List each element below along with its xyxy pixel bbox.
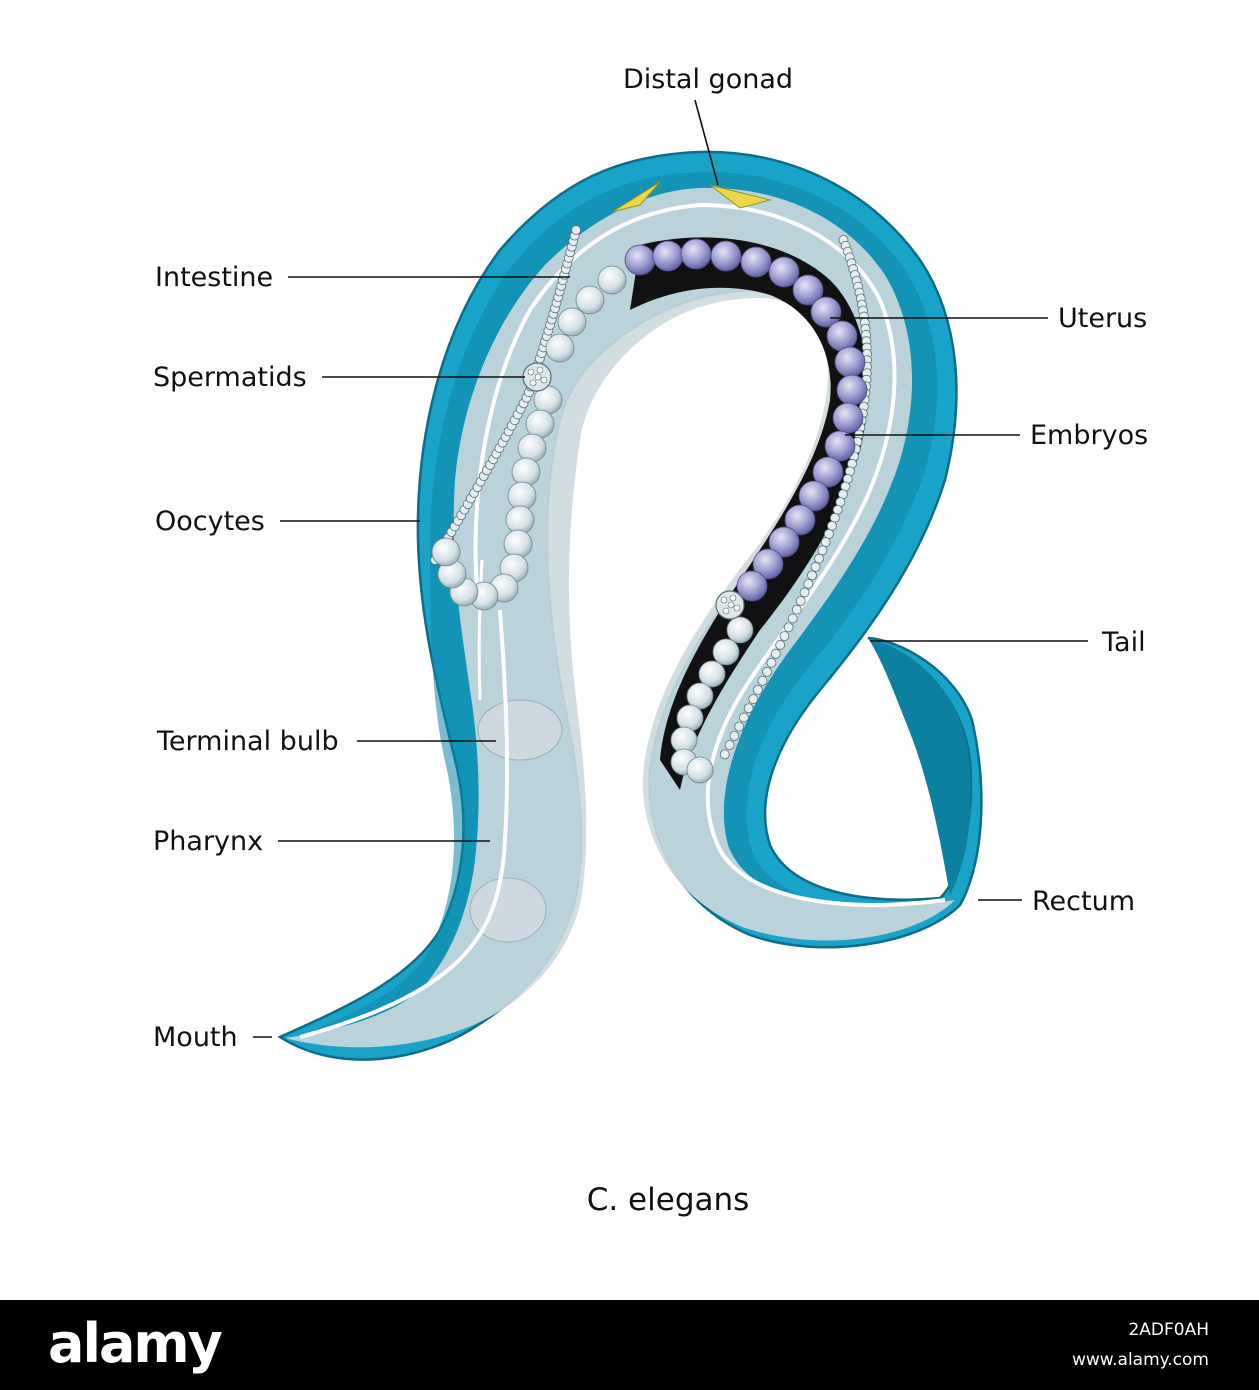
spermatid-cluster-2 xyxy=(715,590,745,620)
germline-dot xyxy=(766,657,777,668)
caption: C. elegans xyxy=(587,1182,750,1218)
embryo xyxy=(710,240,742,272)
oocyte xyxy=(726,616,754,644)
embryo xyxy=(832,402,864,434)
spermatid-cluster xyxy=(522,362,552,392)
label-intestine: Intestine xyxy=(155,262,273,293)
embryos-group xyxy=(624,238,868,602)
uterus-region xyxy=(630,237,868,791)
labels: Distal gonad Intestine Uterus Spermatids… xyxy=(153,64,1148,1218)
label-oocytes: Oocytes xyxy=(155,506,265,537)
germline-dot xyxy=(770,648,781,659)
germline-dot xyxy=(820,537,831,547)
worm-muscle-layer xyxy=(300,171,938,1046)
oocytes-group xyxy=(431,265,754,784)
brand-logo[interactable]: alamy xyxy=(48,1312,223,1375)
label-uterus: Uterus xyxy=(1058,303,1147,334)
embryo xyxy=(824,430,856,462)
oocyte xyxy=(686,756,714,784)
oocyte xyxy=(503,529,533,559)
worm-tail xyxy=(868,638,971,895)
germline-dot xyxy=(757,676,768,686)
distal-gonad-tips xyxy=(611,181,772,213)
anterior-bulb-shape xyxy=(469,877,547,943)
oocyte xyxy=(597,265,627,295)
germline-dot xyxy=(799,587,810,598)
germline-dot xyxy=(791,604,802,615)
oocyte xyxy=(686,682,714,710)
embryo xyxy=(736,570,768,602)
germline-dot xyxy=(571,225,582,235)
oocyte xyxy=(517,433,547,463)
germline-dot xyxy=(795,596,806,606)
site-url[interactable]: www.alamy.com xyxy=(1071,1350,1209,1370)
pharynx-structure xyxy=(299,559,563,1039)
embryo xyxy=(768,256,800,288)
embryo xyxy=(836,374,868,406)
germline-dot xyxy=(719,749,730,760)
oocyte xyxy=(511,457,541,487)
worm-interior xyxy=(285,187,955,1048)
embryo xyxy=(826,320,858,352)
germline-dot xyxy=(810,562,821,572)
label-embryos: Embryos xyxy=(1030,420,1148,451)
label-rectum: Rectum xyxy=(1032,886,1135,917)
embryo xyxy=(680,238,712,270)
germline-dot xyxy=(783,622,794,633)
germline-dot xyxy=(724,740,735,751)
germline-dot xyxy=(762,666,772,677)
germline-dot xyxy=(787,613,798,624)
label-spermatids: Spermatids xyxy=(153,362,307,393)
germline-dot xyxy=(814,553,824,564)
terminal-bulb-shape xyxy=(477,699,563,761)
oocyte xyxy=(545,333,575,363)
germline-dot xyxy=(803,578,814,589)
embryo xyxy=(812,456,844,488)
germline-dot xyxy=(729,730,740,741)
oocyte xyxy=(712,638,740,666)
embryo xyxy=(798,480,830,512)
embryo xyxy=(752,548,784,580)
label-tail: Tail xyxy=(1101,627,1146,658)
germline-dot xyxy=(739,712,749,723)
oocyte xyxy=(575,285,605,315)
embryo xyxy=(624,244,656,276)
embryo xyxy=(740,246,772,278)
embryo xyxy=(784,504,816,536)
worm-body xyxy=(277,150,983,1061)
germline-dot xyxy=(734,721,745,732)
germline-dot xyxy=(827,520,837,531)
oocyte xyxy=(698,660,726,688)
germline-dot xyxy=(807,570,817,581)
embryo xyxy=(834,346,866,378)
embryo xyxy=(810,296,842,328)
image-id: 2ADF0AH xyxy=(1128,1320,1209,1340)
germline-dot xyxy=(743,703,754,714)
footer-bar: alamy 2ADF0AH www.alamy.com xyxy=(0,1300,1259,1390)
embryo xyxy=(652,240,684,272)
germline-dot xyxy=(817,545,828,556)
c-elegans-diagram: Distal gonad Intestine Uterus Spermatids… xyxy=(153,64,1148,1218)
germline-dot xyxy=(779,631,790,641)
germline-dot xyxy=(775,640,786,650)
label-distal-gonad: Distal gonad xyxy=(623,64,793,95)
oocyte xyxy=(431,537,461,567)
oocyte xyxy=(557,307,587,337)
embryo xyxy=(792,274,824,306)
embryo xyxy=(768,526,800,558)
label-pharynx: Pharynx xyxy=(153,826,263,857)
germline-dot xyxy=(748,694,759,705)
leader-lines xyxy=(253,99,1088,1038)
intestine-lumen xyxy=(473,202,946,907)
label-terminal-bulb: Terminal bulb xyxy=(156,726,339,757)
germline-dot xyxy=(823,529,834,539)
label-mouth: Mouth xyxy=(153,1022,238,1053)
germline-dot xyxy=(752,685,763,695)
